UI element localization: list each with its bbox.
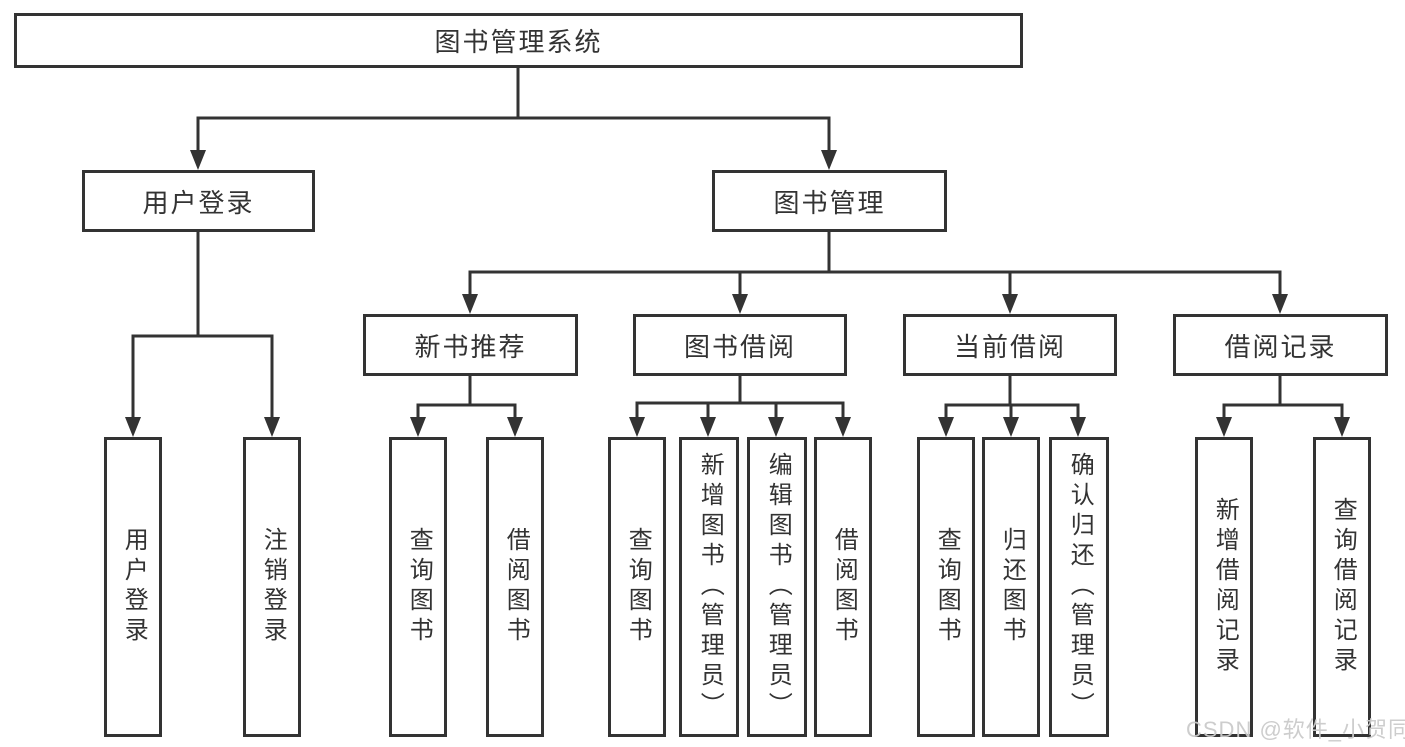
leaf-query-borrow-record: 查询借阅记录 [1313,437,1371,737]
node-book-borrowing: 图书借阅 [633,314,847,376]
arrowheads [125,150,1350,437]
leaf-return-books: 归还图书 [982,437,1040,737]
leaf-borrow-books-recommend: 借阅图书 [486,437,544,737]
watermark: CSDN @软件_小贺同学 [1186,717,1405,742]
leaf-borrow-books-borrowing: 借阅图书 [814,437,872,737]
leaf-query-books-current: 查询图书 [917,437,975,737]
leaf-query-books-borrowing: 查询图书 [608,437,666,737]
leaf-edit-books-admin: 编辑图书（管理员） [747,437,807,737]
node-library-system: 图书管理系统 [14,13,1023,68]
leaf-logout-login: 注销登录 [243,437,301,737]
leaf-user-login: 用户登录 [104,437,162,737]
node-user-login: 用户登录 [82,170,315,232]
node-current-borrowing: 当前借阅 [903,314,1117,376]
leaf-add-books-admin: 新增图书（管理员） [679,437,739,737]
leaf-query-books-recommend: 查询图书 [389,437,447,737]
node-book-management: 图书管理 [712,170,947,232]
leaf-add-borrow-record: 新增借阅记录 [1195,437,1253,737]
leaf-confirm-return-admin: 确认归还（管理员） [1049,437,1109,737]
node-borrowing-records: 借阅记录 [1173,314,1388,376]
node-new-book-recommendation: 新书推荐 [363,314,578,376]
